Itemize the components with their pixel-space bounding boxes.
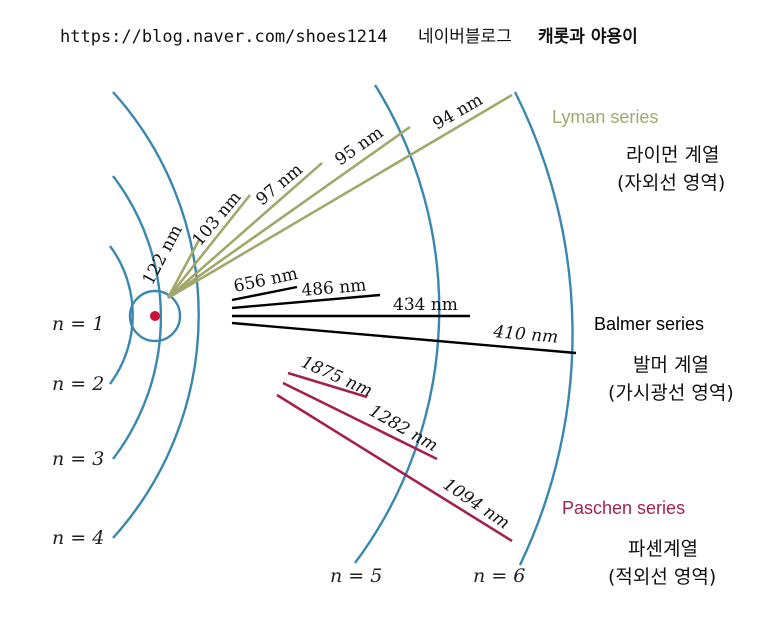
level-label-n2: n = 2 — [52, 373, 104, 395]
lyman-line-95 — [167, 125, 411, 300]
balmer-line-486 — [231, 293, 381, 310]
balmer-series-title: Balmer series — [594, 314, 704, 334]
orbit-n4 — [112, 91, 200, 539]
balmer-series-korean: 발머 계열 — [633, 354, 709, 376]
lyman-label-103: 103 nm — [189, 188, 246, 251]
level-label-n1: n = 1 — [52, 313, 104, 335]
lyman-series-korean: 라이먼 계열 — [626, 144, 719, 166]
orbit-n1 — [128, 289, 182, 343]
level-label-n6: n = 6 — [473, 565, 525, 587]
nucleus — [150, 311, 160, 321]
balmer-series-region: (가시광선 영역) — [608, 382, 734, 404]
paschen-line-1875 — [287, 371, 368, 399]
paschen-line-1094 — [276, 393, 513, 543]
orbits — [109, 84, 574, 566]
balmer-line-656 — [231, 285, 298, 302]
lyman-series-region: (자외선 영역) — [617, 172, 725, 194]
lyman-line-122 — [166, 239, 201, 299]
lyman-line-94 — [167, 93, 513, 300]
balmer-label-656: 656 nm — [232, 264, 300, 297]
paschen-series-region: (적외선 영역) — [608, 566, 716, 588]
orbit-n6 — [513, 91, 574, 566]
balmer-label-434: 434 nm — [393, 295, 458, 315]
orbit-n5 — [354, 84, 441, 564]
lyman-line-97 — [167, 162, 323, 299]
orbit-n2 — [109, 245, 134, 385]
lyman-lines — [166, 93, 513, 300]
header-url[interactable]: https://blog.naver.com/shoes1214 — [60, 27, 388, 47]
paschen-label-1875: 1875 nm — [298, 352, 375, 401]
orbit-n3 — [112, 175, 163, 460]
header-blog-name: 네이버블로그 — [418, 27, 512, 47]
header-author: 캐롯과 야용이 — [538, 27, 638, 47]
level-label-n3: n = 3 — [52, 448, 104, 470]
level-label-n5: n = 5 — [330, 565, 382, 587]
paschen-series-korean: 파셴계열 — [628, 538, 698, 560]
paschen-series-title: Paschen series — [562, 498, 685, 518]
paschen-lines — [276, 371, 513, 543]
level-label-n4: n = 4 — [52, 527, 104, 549]
balmer-line-410 — [231, 321, 577, 355]
balmer-label-410: 410 nm — [492, 322, 559, 348]
paschen-line-1282 — [282, 381, 438, 461]
lyman-line-103 — [166, 194, 252, 299]
balmer-lines — [231, 285, 577, 355]
lyman-series-title: Lyman series — [552, 107, 658, 127]
